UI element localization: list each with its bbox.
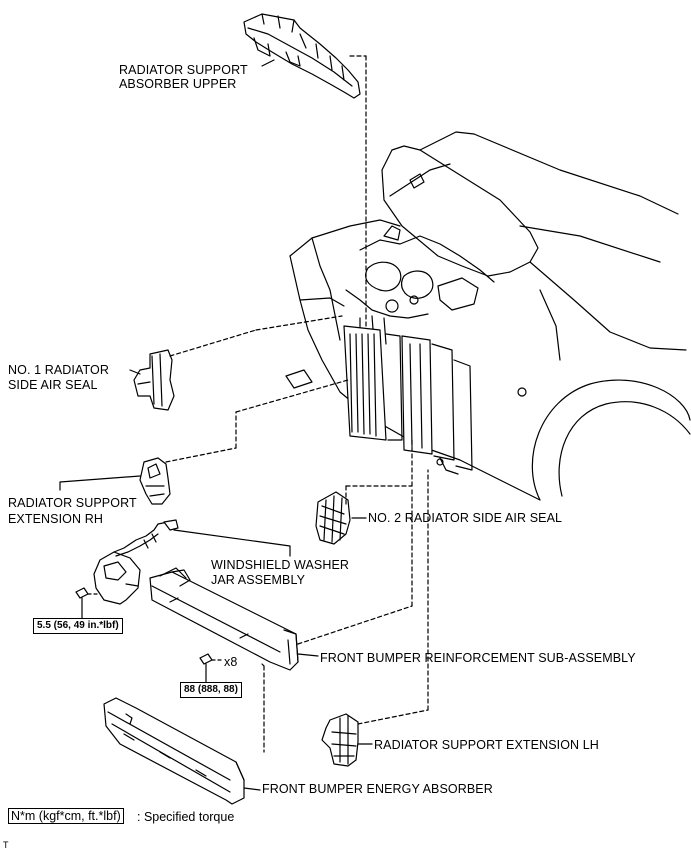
leader-line — [261, 59, 275, 67]
footer-mark: T — [3, 840, 9, 850]
legend-unit-box: N*m (kgf*cm, ft.*lbf) — [8, 808, 124, 824]
label-ext-rh-line2: EXTENSION RH — [8, 512, 103, 526]
leader-dash — [255, 315, 343, 331]
leader-line — [59, 475, 141, 491]
label-bolt-quantity: x8 — [224, 655, 238, 669]
label-absorber-upper-line1: RADIATOR SUPPORT — [119, 63, 248, 77]
leader-line — [129, 369, 141, 375]
leader-line — [297, 653, 319, 657]
no1-side-air-seal-part — [133, 349, 175, 411]
leader-line — [243, 787, 261, 791]
extension-rh-part — [139, 457, 171, 505]
label-energy-absorber: FRONT BUMPER ENERGY ABSORBER — [262, 782, 493, 796]
leader-dash — [357, 709, 429, 725]
leader-line — [173, 529, 291, 557]
leader-dash — [169, 329, 257, 357]
leader-dash — [165, 447, 237, 463]
vehicle-body — [285, 131, 691, 501]
label-washer-jar-line1: WINDSHIELD WASHER — [211, 558, 350, 572]
no2-side-air-seal-part — [315, 491, 351, 545]
absorber-upper-part — [243, 13, 361, 99]
bumper-reinforcement-part — [149, 567, 299, 671]
washer-jar-part — [93, 519, 179, 605]
label-washer-jar-line2: JAR ASSEMBLY — [211, 573, 306, 587]
leader-dash — [297, 605, 413, 645]
label-ext-rh-line1: RADIATOR SUPPORT — [8, 496, 137, 510]
label-no1-seal-line1: NO. 1 RADIATOR — [8, 363, 109, 377]
extension-lh-part — [321, 713, 359, 767]
label-no1-seal-line2: SIDE AIR SEAL — [8, 378, 98, 392]
label-extension-lh: RADIATOR SUPPORT EXTENSION LH — [374, 738, 599, 752]
label-bumper-reinforcement: FRONT BUMPER REINFORCEMENT SUB-ASSEMBLY — [320, 651, 636, 665]
label-no2-seal: NO. 2 RADIATOR SIDE AIR SEAL — [368, 511, 563, 525]
reinforcement-bolt — [199, 653, 213, 683]
energy-absorber-part — [103, 697, 245, 805]
leader-dash — [235, 379, 349, 413]
torque-washer-bolt: 5.5 (56, 49 in.*lbf) — [33, 618, 123, 634]
washer-bolt — [75, 587, 89, 619]
torque-reinforcement-bolt: 88 (888, 88) — [180, 682, 242, 698]
label-absorber-upper-line2: ABSORBER UPPER — [119, 77, 237, 91]
legend-description: : Specified torque — [137, 810, 235, 824]
leader-dash — [261, 663, 265, 667]
